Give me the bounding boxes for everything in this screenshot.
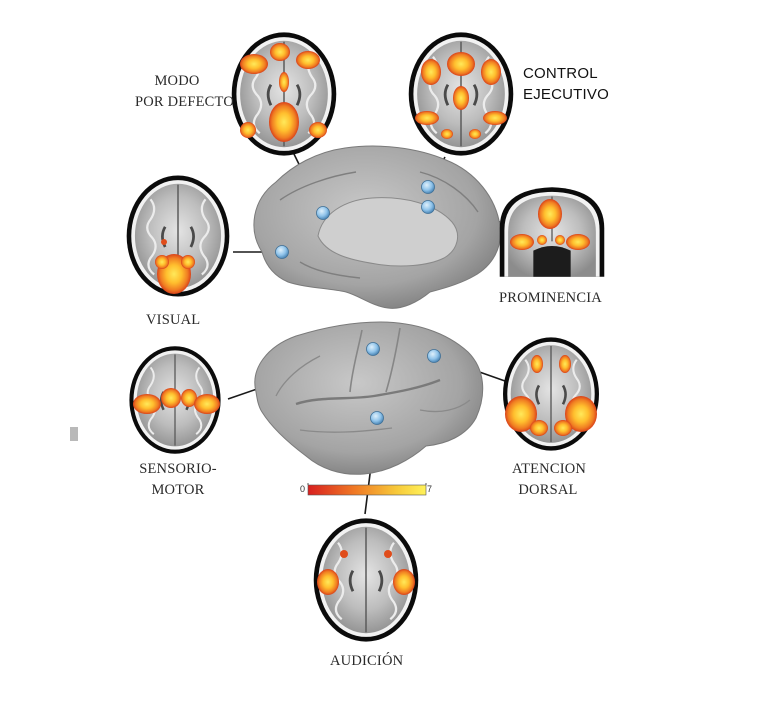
- label-line: CONTROL: [523, 65, 598, 82]
- node-executive-control: [421, 180, 435, 194]
- slice-auditory: [312, 516, 420, 644]
- label-line: VISUAL: [146, 312, 201, 328]
- brain-medial-surface: [253, 145, 501, 309]
- slice-dorsal-attention: [501, 336, 601, 452]
- node-sensorimotor: [366, 342, 380, 356]
- node-visual: [275, 245, 289, 259]
- label-line: AUDICIÓN: [330, 653, 404, 669]
- label-line: PROMINENCIA: [499, 290, 602, 306]
- brain-lateral-surface: [254, 321, 484, 475]
- label-line: MOTOR: [151, 482, 205, 498]
- colorbar-max-label: 7: [427, 484, 433, 494]
- node-dorsal-attention: [427, 349, 441, 363]
- label-dorsal-attention: ATENCION DORSAL: [512, 459, 587, 501]
- slice-default-mode: [230, 30, 338, 158]
- slice-executive-control: [407, 30, 515, 158]
- label-line: SENSORIO-: [139, 461, 217, 477]
- seed-nodes: [275, 180, 441, 425]
- label-auditory: AUDICIÓN: [330, 651, 403, 672]
- label-line: DORSAL: [518, 482, 578, 498]
- label-line: MODO: [154, 73, 200, 89]
- label-line: POR DEFECTO: [135, 94, 235, 110]
- slice-salience: [499, 186, 605, 278]
- label-default-mode: MODO POR DEFECTO: [135, 71, 235, 113]
- label-line: EJECUTIVO: [523, 86, 609, 103]
- node-default-mode: [316, 206, 330, 220]
- colorbar-min-label: 0: [300, 484, 306, 494]
- node-auditory: [370, 411, 384, 425]
- slice-sensorimotor: [128, 344, 222, 456]
- label-visual: VISUAL: [146, 310, 200, 331]
- label-executive-control: CONTROL EJECUTIVO: [523, 63, 609, 105]
- colorbar: [307, 484, 427, 496]
- node-salience: [421, 200, 435, 214]
- label-line: ATENCION: [512, 461, 587, 477]
- label-salience: PROMINENCIA: [499, 288, 602, 309]
- slice-visual: [125, 174, 231, 298]
- side-marker: [70, 427, 78, 441]
- label-sensorimotor: SENSORIO- MOTOR: [139, 459, 217, 501]
